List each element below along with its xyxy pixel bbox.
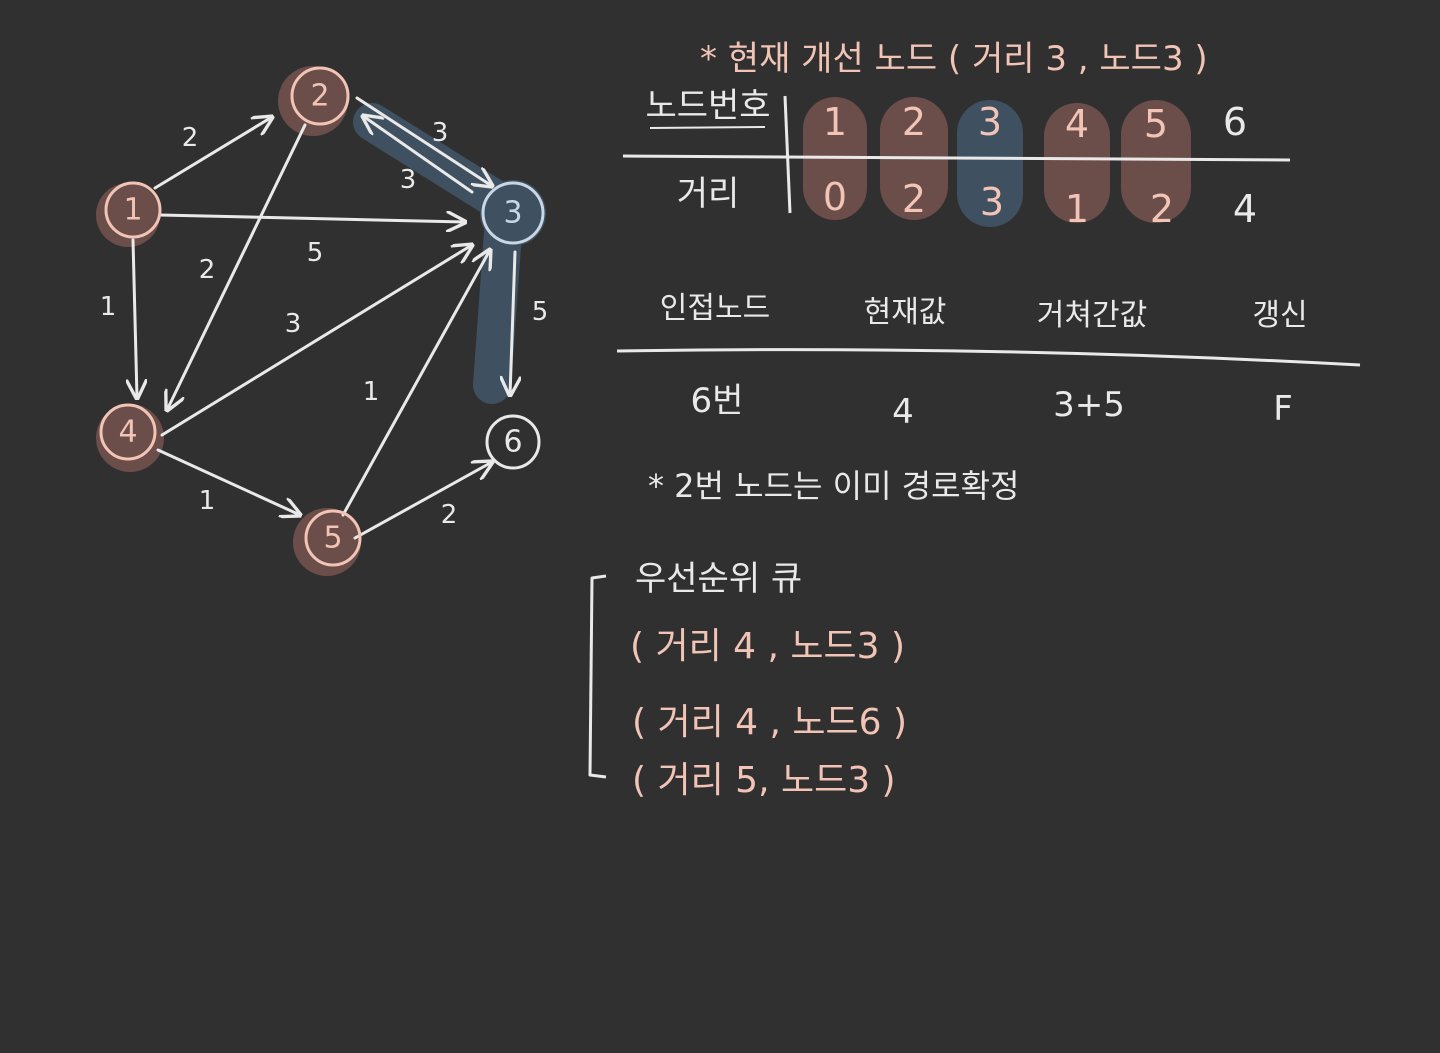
weight-5-3: 1 — [363, 377, 380, 407]
dist-col-3-highlight — [957, 100, 1023, 227]
dist-node-4: 4 — [1065, 102, 1089, 146]
row-header-distance: 거리 — [677, 174, 740, 214]
weight-4-3: 3 — [285, 309, 302, 339]
dist-value-2: 2 — [902, 177, 926, 221]
node-number-underline — [649, 126, 766, 129]
edge-4-3 — [160, 245, 472, 437]
edge-1-3 — [158, 215, 465, 222]
weight-3-6: 5 — [532, 297, 549, 327]
queue-bracket — [588, 574, 607, 779]
weight-1-2: 2 — [182, 123, 199, 153]
confirmed-note: * 2번 노드는 이미 경로확정 — [648, 467, 1019, 505]
dist-node-5: 5 — [1144, 102, 1168, 146]
dist-col-5-highlight — [1121, 100, 1191, 223]
edge-3-2 — [363, 116, 474, 194]
node-1-fill — [96, 183, 160, 247]
adj-header-adjacent-node: 인접노드 — [660, 291, 770, 326]
node-label-1: 1 — [123, 193, 142, 228]
adj-row-via: 3+5 — [1053, 385, 1125, 425]
adj-header-via-value: 거쳐간값 — [1037, 298, 1147, 333]
dist-node-1: 1 — [823, 100, 847, 144]
node-4 — [99, 403, 157, 461]
current-node-title: * 현재 개선 노드 ( 거리 3 , 노드3 ) — [700, 39, 1208, 79]
dist-table-divider-h — [622, 154, 1291, 162]
dist-node-3: 3 — [978, 100, 1002, 144]
node-1 — [104, 181, 162, 239]
weight-2-4: 2 — [199, 255, 216, 285]
adj-row-update: F — [1273, 389, 1293, 429]
edge-4-5 — [156, 448, 300, 515]
weight-1-4: 1 — [100, 292, 117, 322]
queue-title: 우선순위 큐 — [635, 559, 802, 599]
adj-table-divider — [616, 348, 1361, 367]
adj-row-node: 6번 — [691, 381, 744, 421]
node-3-fill — [480, 180, 546, 246]
graph-diagram: 1 2 3 4 5 6 2 5 1 3 3 2 3 1 1 2 5 — [96, 66, 548, 576]
priority-queue: 우선순위 큐 ( 거리 4 , 노드3 ) ( 거리 4 , 노드6 ) ( 거… — [588, 559, 907, 801]
dist-value-6: 4 — [1233, 187, 1257, 231]
node-label-2: 2 — [310, 79, 329, 114]
edge-2-4 — [167, 123, 307, 410]
edge-5-3 — [341, 250, 490, 517]
dist-value-1: 0 — [823, 175, 847, 219]
dist-value-5: 2 — [1150, 187, 1174, 231]
weight-5-6: 2 — [441, 500, 458, 530]
adj-header-update: 갱신 — [1252, 298, 1307, 333]
dist-value-3: 3 — [980, 180, 1004, 224]
queue-item-2: ( 거리 4 , 노드6 ) — [632, 702, 907, 743]
queue-item-3: ( 거리 5, 노드3 ) — [632, 760, 896, 801]
weight-1-3: 5 — [307, 238, 324, 268]
adj-row-current: 4 — [892, 392, 914, 432]
dist-col-4-highlight — [1044, 103, 1110, 223]
node-label-5: 5 — [323, 521, 342, 556]
edge-1-4 — [133, 238, 137, 398]
dist-node-2: 2 — [902, 100, 926, 144]
edge-3-6 — [510, 250, 515, 395]
node-3 — [481, 181, 545, 245]
distance-table: 노드번호 거리 1 2 3 4 5 6 0 2 3 1 2 4 — [622, 86, 1291, 231]
node-label-3: 3 — [503, 196, 522, 231]
dist-value-4: 1 — [1065, 187, 1089, 231]
weight-4-5: 1 — [199, 486, 216, 516]
node-label-4: 4 — [118, 415, 137, 450]
dist-table-divider-v — [783, 95, 792, 214]
edge-1-2 — [153, 117, 272, 190]
edge-5-6 — [353, 462, 492, 540]
dist-node-6: 6 — [1223, 100, 1247, 144]
adjacency-table: 인접노드 현재값 거쳐간값 갱신 6번 4 3+5 F — [616, 291, 1361, 432]
queue-item-1: ( 거리 4 , 노드3 ) — [630, 626, 905, 667]
adj-header-current-value: 현재값 — [864, 295, 947, 330]
weight-2-3: 3 — [432, 118, 449, 148]
node-label-6: 6 — [503, 425, 522, 460]
node-6 — [485, 414, 541, 470]
node-5 — [304, 509, 362, 567]
weight-3-2: 3 — [400, 165, 417, 195]
node-2 — [290, 66, 350, 126]
row-header-node-number: 노드번호 — [645, 86, 770, 126]
